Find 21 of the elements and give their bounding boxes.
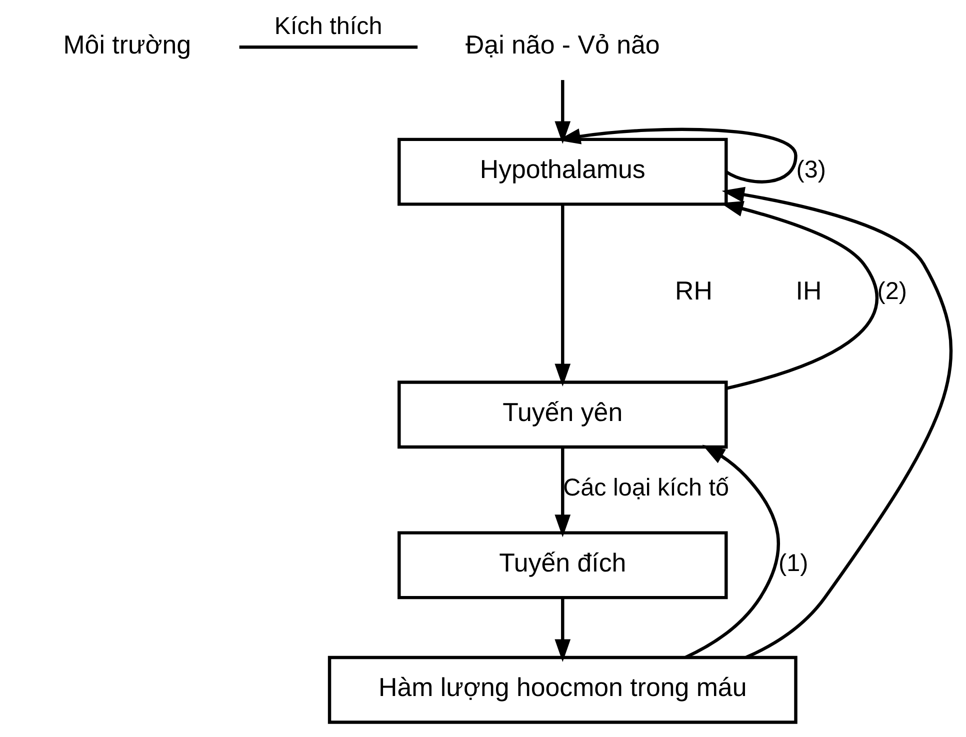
node-text: Đại não - Vỏ não xyxy=(464,31,660,60)
arrow xyxy=(554,204,570,386)
node-box: Hypothalamus xyxy=(397,138,728,206)
label: RH xyxy=(674,277,712,306)
edge-label: (1) xyxy=(778,550,808,577)
arrow xyxy=(554,448,570,538)
arrow xyxy=(721,186,952,659)
edge-label: Các loại kích tố xyxy=(562,474,728,502)
arrow xyxy=(554,598,570,662)
connector xyxy=(238,46,418,49)
node-box: Tuyến đích xyxy=(397,531,728,600)
arrow xyxy=(720,200,878,390)
arrow xyxy=(554,80,570,144)
edge-label: Kích thích xyxy=(274,13,382,40)
edge-label: (2) xyxy=(876,278,906,305)
label: IH xyxy=(795,277,822,306)
node-box: Hàm lượng hoocmon trong máu xyxy=(327,656,797,724)
node-text: Môi trường xyxy=(62,31,191,60)
node-box: Tuyến yên xyxy=(397,380,728,449)
arrow xyxy=(684,444,780,659)
edge-label: (3) xyxy=(796,156,826,184)
